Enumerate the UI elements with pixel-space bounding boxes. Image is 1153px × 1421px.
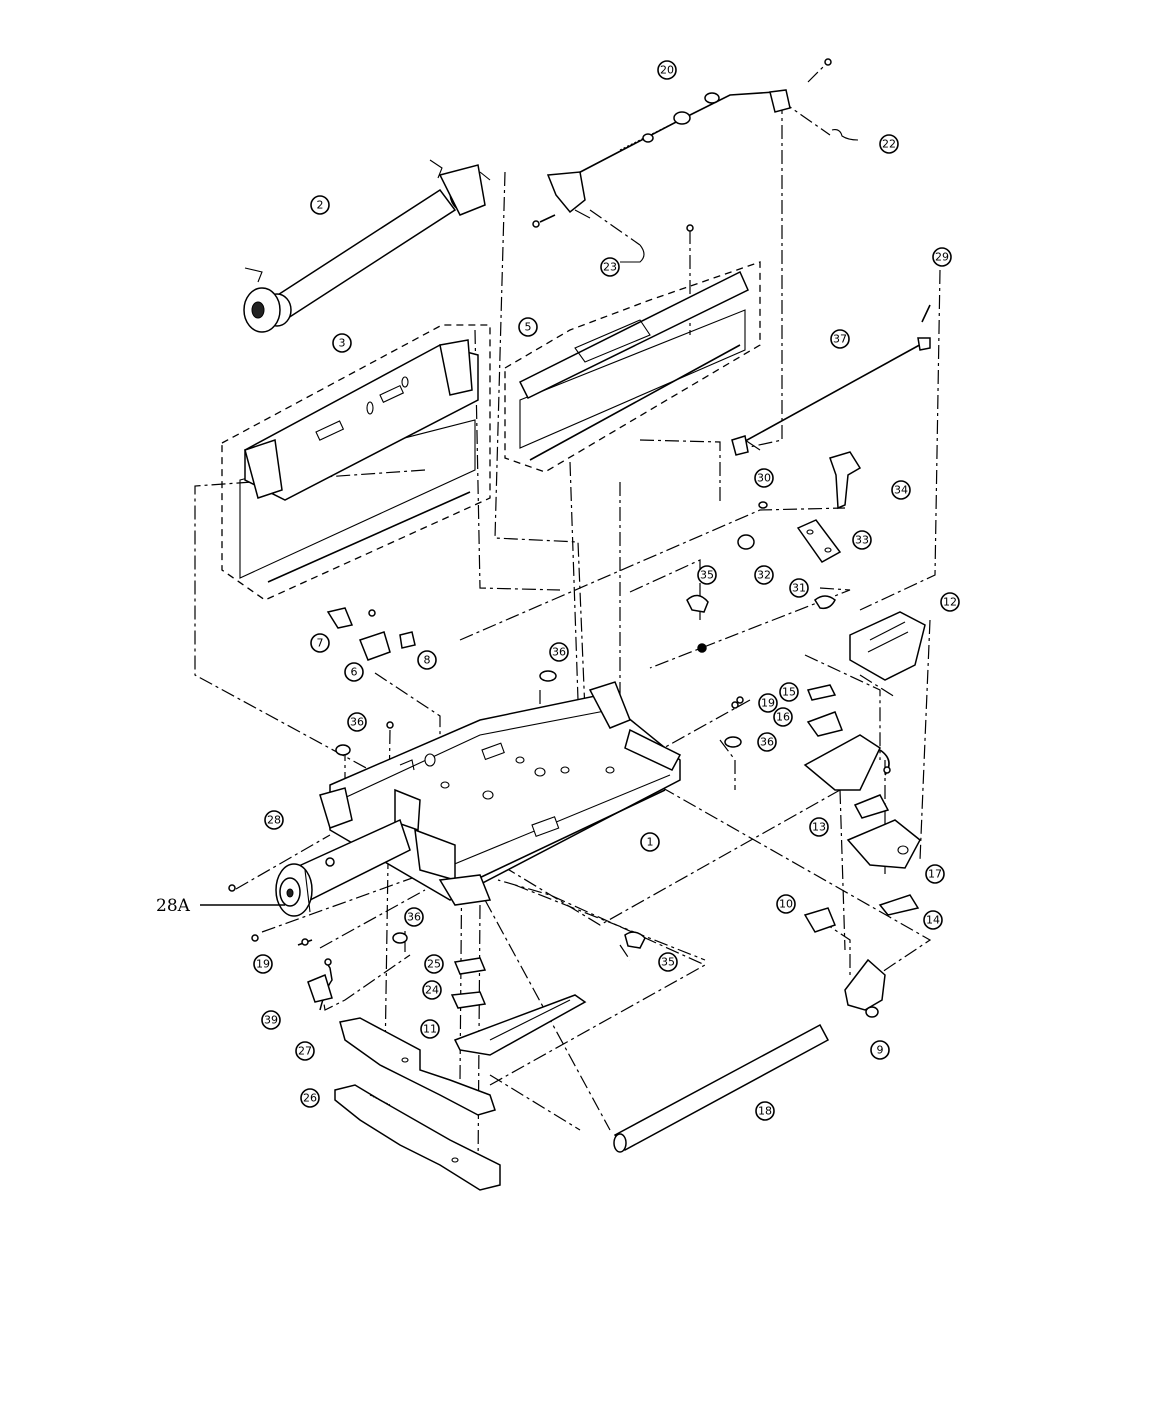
svg-text:28: 28 — [267, 814, 281, 827]
svg-text:15: 15 — [782, 686, 796, 699]
callout-15: 15 — [780, 683, 798, 701]
svg-text:31: 31 — [792, 582, 806, 595]
svg-text:29: 29 — [935, 251, 949, 264]
svg-text:19: 19 — [761, 697, 775, 710]
callout-22: 22 — [880, 135, 898, 153]
subassembly-5-outline — [505, 262, 760, 472]
svg-text:36: 36 — [760, 736, 774, 749]
svg-text:12: 12 — [943, 596, 957, 609]
svg-text:6: 6 — [351, 666, 358, 679]
svg-text:14: 14 — [926, 914, 940, 927]
svg-text:10: 10 — [779, 898, 793, 911]
part-2-roller — [244, 160, 490, 332]
svg-text:16: 16 — [776, 711, 790, 724]
callout-9: 9 — [871, 1041, 889, 1059]
svg-text:23: 23 — [603, 261, 617, 274]
svg-text:30: 30 — [757, 472, 771, 485]
callout-35-lower: 35 — [659, 953, 677, 971]
svg-text:19: 19 — [256, 958, 270, 971]
svg-text:39: 39 — [264, 1014, 278, 1027]
part-20-cable — [533, 59, 831, 227]
callout-11: 11 — [421, 1020, 439, 1038]
svg-text:17: 17 — [928, 868, 942, 881]
svg-text:26: 26 — [303, 1092, 317, 1105]
svg-text:3: 3 — [339, 337, 346, 350]
svg-text:33: 33 — [855, 534, 869, 547]
svg-text:13: 13 — [812, 821, 826, 834]
svg-text:20: 20 — [660, 64, 674, 77]
svg-text:22: 22 — [882, 138, 896, 151]
callout-36-b: 36 — [348, 713, 366, 731]
part-22-spring — [832, 130, 858, 140]
callout-32: 32 — [755, 566, 773, 584]
svg-text:24: 24 — [425, 984, 439, 997]
part-23-spring — [620, 245, 644, 262]
svg-text:11: 11 — [423, 1023, 437, 1036]
subassembly-3-outline — [222, 325, 490, 600]
svg-text:36: 36 — [552, 646, 566, 659]
callout-28: 28 — [265, 811, 283, 829]
callout-10: 10 — [777, 895, 795, 913]
svg-text:18: 18 — [758, 1105, 772, 1118]
callout-27: 27 — [296, 1042, 314, 1060]
svg-text:7: 7 — [317, 637, 324, 650]
part-18-roller — [614, 1025, 828, 1152]
callout-36-d: 36 — [405, 908, 423, 926]
part-37-rod — [732, 305, 930, 455]
callout-19-right: 19 — [759, 694, 777, 712]
callout-7: 7 — [311, 634, 329, 652]
callout-31: 31 — [790, 579, 808, 597]
svg-text:35: 35 — [700, 569, 714, 582]
parts-9-10 — [805, 908, 885, 1017]
screw-top — [687, 225, 693, 231]
callout-37: 37 — [831, 330, 849, 348]
svg-text:32: 32 — [757, 569, 771, 582]
callout-12: 12 — [941, 593, 959, 611]
callout-14: 14 — [924, 911, 942, 929]
callout-8: 8 — [418, 651, 436, 669]
svg-text:34: 34 — [894, 484, 908, 497]
callout-29: 29 — [933, 248, 951, 266]
svg-text:25: 25 — [427, 958, 441, 971]
svg-text:1: 1 — [647, 836, 654, 849]
parts-12-17 — [732, 612, 925, 915]
part-1-main-chassis — [320, 682, 680, 905]
svg-text:2: 2 — [317, 199, 324, 212]
svg-text:36: 36 — [407, 911, 421, 924]
svg-text:36: 36 — [350, 716, 364, 729]
part-28-motor — [229, 820, 410, 916]
svg-text:37: 37 — [833, 333, 847, 346]
callout-20: 20 — [658, 61, 676, 79]
parts-11-24-25 — [452, 958, 585, 1055]
callout-3: 3 — [333, 334, 351, 352]
callout-23: 23 — [601, 258, 619, 276]
svg-text:35: 35 — [661, 956, 675, 969]
callout-16: 16 — [774, 708, 792, 726]
svg-text:27: 27 — [298, 1045, 312, 1058]
callout-36-c: 36 — [758, 733, 776, 751]
callout-1: 1 — [641, 833, 659, 851]
callout-2: 2 — [311, 196, 329, 214]
svg-text:8: 8 — [424, 654, 431, 667]
callout-33: 33 — [853, 531, 871, 549]
label-28a: 28A — [156, 896, 191, 916]
callout-35-upper: 35 — [698, 566, 716, 584]
callout-39: 39 — [262, 1011, 280, 1029]
callout-13: 13 — [810, 818, 828, 836]
callout-36-a: 36 — [550, 643, 568, 661]
callout-19-left: 19 — [254, 955, 272, 973]
callout-24: 24 — [423, 981, 441, 999]
svg-text:9: 9 — [877, 1044, 884, 1057]
callout-26: 26 — [301, 1089, 319, 1107]
callout-5: 5 — [519, 318, 537, 336]
callout-17: 17 — [926, 865, 944, 883]
callout-34: 34 — [892, 481, 910, 499]
callout-6: 6 — [345, 663, 363, 681]
svg-text:5: 5 — [525, 321, 532, 334]
callout-30: 30 — [755, 469, 773, 487]
callout-18: 18 — [756, 1102, 774, 1120]
callout-25: 25 — [425, 955, 443, 973]
